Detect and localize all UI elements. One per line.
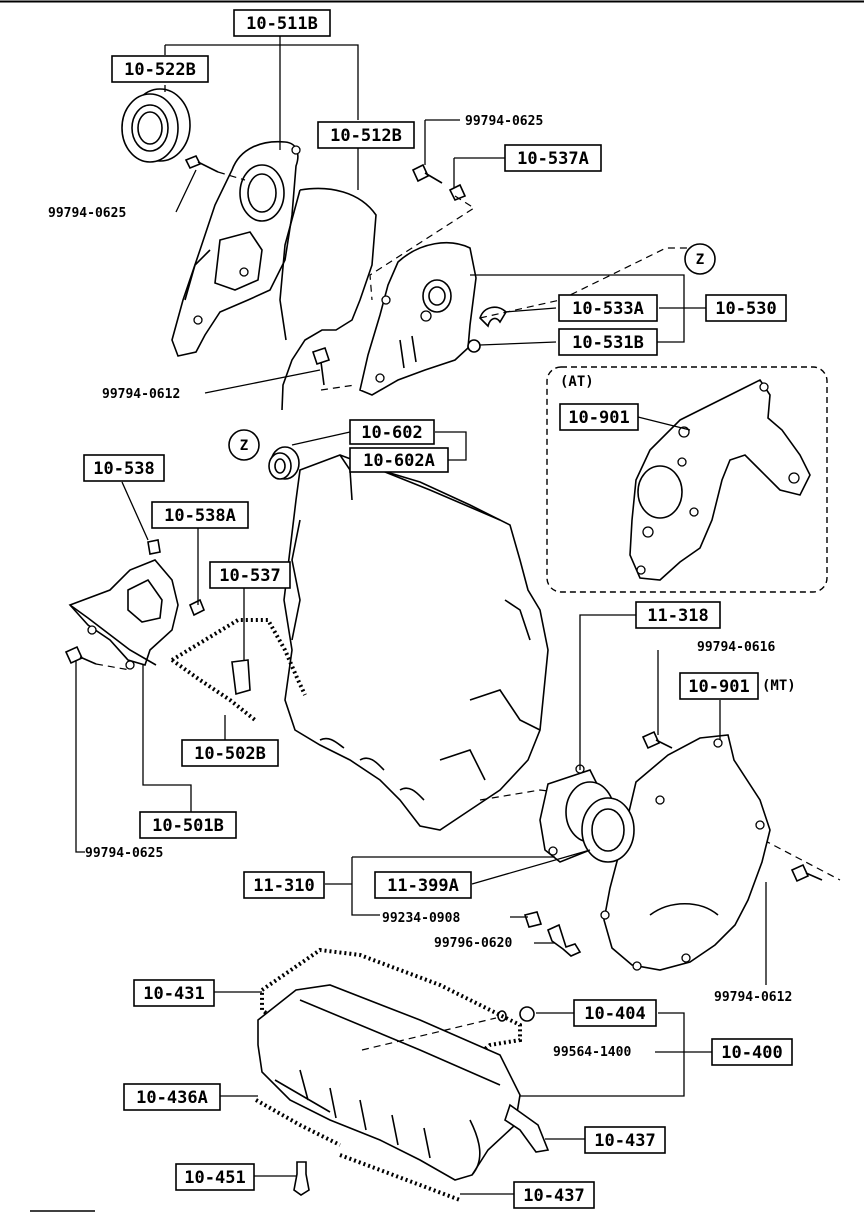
bolt-number-right-0612[interactable]: 99794-0612 (714, 990, 792, 1005)
svg-text:Z: Z (240, 438, 248, 454)
label-10-537A[interactable]: 10-537A (504, 144, 602, 172)
svg-text:10-602A: 10-602A (363, 451, 435, 471)
bolt-number-0616[interactable]: 99794-0616 (697, 640, 775, 655)
bolt-number-1400[interactable]: 99564-1400 (553, 1045, 631, 1060)
svg-text:10-602: 10-602 (361, 423, 422, 443)
label-10-400[interactable]: 10-400 (711, 1038, 793, 1066)
svg-text:10-512B: 10-512B (330, 126, 402, 146)
svg-text:10-431: 10-431 (143, 984, 204, 1004)
svg-text:10-451: 10-451 (184, 1168, 245, 1188)
bolt-number-bottom-left[interactable]: 99794-0625 (85, 846, 163, 861)
at-end-plate-drawing (629, 378, 811, 581)
label-10-502B[interactable]: 10-502B (181, 739, 279, 767)
oil-pan-drawing (255, 947, 550, 1202)
label-10-538[interactable]: 10-538 (83, 454, 165, 482)
cover-gasket-drawing (279, 187, 377, 411)
camshaft-seal-drawing (268, 446, 300, 480)
bolt-number-0908[interactable]: 99234-0908 (382, 911, 460, 926)
label-11-399A[interactable]: 11-399A (374, 871, 472, 899)
label-10-431[interactable]: 10-431 (133, 979, 215, 1007)
svg-text:11-318: 11-318 (647, 606, 708, 626)
svg-text:10-531B: 10-531B (572, 333, 644, 353)
label-10-530[interactable]: 10-530 (705, 294, 787, 322)
svg-text:11-399A: 11-399A (387, 876, 459, 896)
label-10-404[interactable]: 10-404 (573, 999, 657, 1027)
z-marker-left: Z (228, 429, 260, 461)
svg-text:10-502B: 10-502B (194, 744, 266, 764)
leader-lines (75, 36, 767, 1195)
rear-timing-cover-drawing (359, 242, 508, 396)
front-cover-gasket-drawing (170, 618, 307, 722)
svg-text:10-404: 10-404 (584, 1004, 645, 1024)
svg-text:10-511B: 10-511B (246, 14, 318, 34)
svg-text:10-901: 10-901 (568, 408, 629, 428)
label-10-533A[interactable]: 10-533A (558, 294, 658, 322)
bolt-number-mid[interactable]: 99794-0612 (102, 387, 180, 402)
rear-oil-seal-drawing (539, 764, 635, 863)
label-10-511B[interactable]: 10-511B (233, 9, 331, 37)
label-10-451[interactable]: 10-451 (175, 1163, 255, 1191)
svg-text:10-522B: 10-522B (124, 60, 196, 80)
label-10-537[interactable]: 10-537 (209, 561, 291, 589)
label-10-512B[interactable]: 10-512B (317, 121, 415, 149)
dashed-leaders-top (217, 171, 688, 391)
label-10-436A[interactable]: 10-436A (123, 1083, 221, 1111)
svg-text:10-538: 10-538 (93, 459, 154, 479)
tensioner-drawing (231, 659, 251, 696)
bolt-number-top-right[interactable]: 99794-0625 (465, 114, 543, 129)
svg-text:10-533A: 10-533A (572, 299, 644, 319)
at-region-box (546, 366, 828, 593)
svg-text:10-901: 10-901 (688, 677, 749, 697)
svg-text:10-437: 10-437 (523, 1186, 584, 1206)
label-11-318[interactable]: 11-318 (635, 601, 721, 629)
svg-text:10-400: 10-400 (721, 1043, 782, 1063)
svg-text:11-310: 11-310 (253, 876, 314, 896)
label-10-522B[interactable]: 10-522B (111, 55, 209, 83)
label-10-531B[interactable]: 10-531B (558, 328, 658, 356)
label-11-310[interactable]: 11-310 (243, 871, 325, 899)
svg-text:10-530: 10-530 (715, 299, 776, 319)
timing-belt-cover-drawing (171, 140, 301, 357)
svg-text:10-537: 10-537 (219, 566, 280, 586)
at-note: (AT) (560, 374, 594, 390)
svg-text:10-538A: 10-538A (164, 506, 236, 526)
mt-end-plate-drawing (600, 734, 771, 971)
svg-text:Z: Z (696, 252, 704, 268)
label-10-901-mt[interactable]: 10-901 (679, 672, 759, 700)
bolt-number-top-left[interactable]: 99794-0625 (48, 206, 126, 221)
label-10-901-at[interactable]: 10-901 (559, 403, 639, 431)
label-10-602A[interactable]: 10-602A (349, 447, 449, 473)
svg-text:10-436A: 10-436A (136, 1088, 208, 1108)
label-10-437-lower[interactable]: 10-437 (513, 1181, 595, 1209)
bolt-drawings (64, 154, 823, 1196)
label-10-602[interactable]: 10-602 (349, 419, 435, 445)
svg-text:10-437: 10-437 (594, 1131, 655, 1151)
label-10-501B[interactable]: 10-501B (139, 811, 237, 839)
svg-text:10-537A: 10-537A (517, 149, 589, 169)
mt-note: (MT) (762, 678, 796, 694)
front-cover-drawing (68, 539, 206, 671)
bolt-number-0620[interactable]: 99796-0620 (434, 936, 512, 951)
z-marker-top: Z (684, 243, 716, 275)
label-10-437-upper[interactable]: 10-437 (584, 1126, 666, 1154)
front-oil-seal-drawing (121, 88, 191, 163)
label-10-538A[interactable]: 10-538A (151, 501, 249, 529)
svg-text:10-501B: 10-501B (152, 816, 224, 836)
